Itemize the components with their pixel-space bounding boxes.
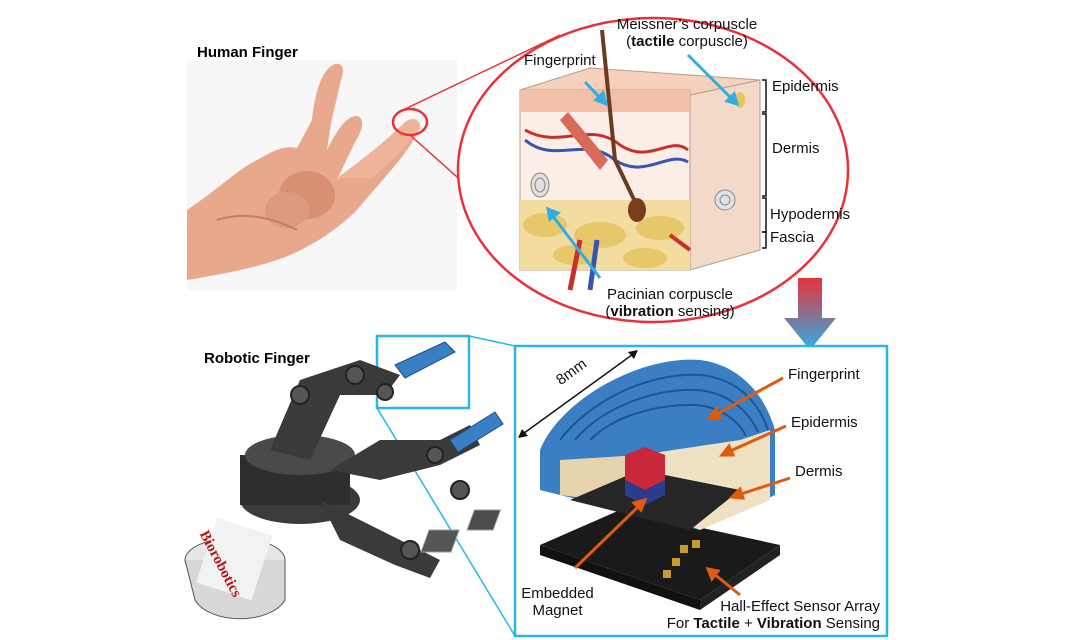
sensor-mid: + [739,615,757,632]
pacinian-line2: (vibration sensing) [605,303,735,320]
hypodermis-label: Hypodermis [770,206,851,223]
sensor-cross-section [420,359,780,610]
meissner-corpuscle-label: Meissner’s corpuscle (tactile corpuscle) [602,16,772,50]
meissner-rest: corpuscle) [674,33,748,50]
epidermis-label-bottom: Epidermis [791,414,858,431]
pacinian-rest: sensing) [673,303,735,320]
robotic-finger-heading: Robotic Finger [204,350,310,367]
hand-photo [187,60,457,290]
down-arrow-icon [784,278,836,350]
pacinian-corpuscle-label: Pacinian corpuscle (vibration sensing) [595,286,745,320]
meissner-line1: Meissner’s corpuscle [616,16,758,33]
skin-cross-section [519,29,761,291]
sensor-line1: Hall-Effect Sensor Array [720,598,880,615]
robotic-gripper [184,341,504,620]
fingerprint-label-bottom: Fingerprint [788,366,860,383]
sensor-suffix: Sensing [821,615,880,632]
sensor-bold-vibration: Vibration [756,615,822,632]
embedded-magnet-label: Embedded Magnet [515,585,600,619]
fingerprint-label-top: Fingerprint [524,52,596,69]
meissner-line2: (tactile corpuscle) [626,33,748,50]
human-finger-heading: Human Finger [197,44,298,61]
magnet-line1: Embedded [521,585,594,602]
magnet-line2: Magnet [532,602,583,619]
dermis-label-bottom: Dermis [795,463,843,480]
sensor-bold-tactile: Tactile [693,615,740,632]
sensor-prefix: For [666,615,694,632]
fascia-label: Fascia [770,229,815,246]
sensor-line2: For Tactile + Vibration Sensing [640,615,880,632]
sensor-array-label: Hall-Effect Sensor Array For Tactile + V… [640,598,880,632]
pacinian-line1: Pacinian corpuscle [607,286,733,303]
pacinian-bold: vibration [610,303,674,320]
fingertip-highlight-circle [391,107,429,137]
dermis-label-top: Dermis [772,140,820,157]
meissner-bold: tactile [631,33,675,50]
epidermis-label-top: Epidermis [772,78,839,95]
